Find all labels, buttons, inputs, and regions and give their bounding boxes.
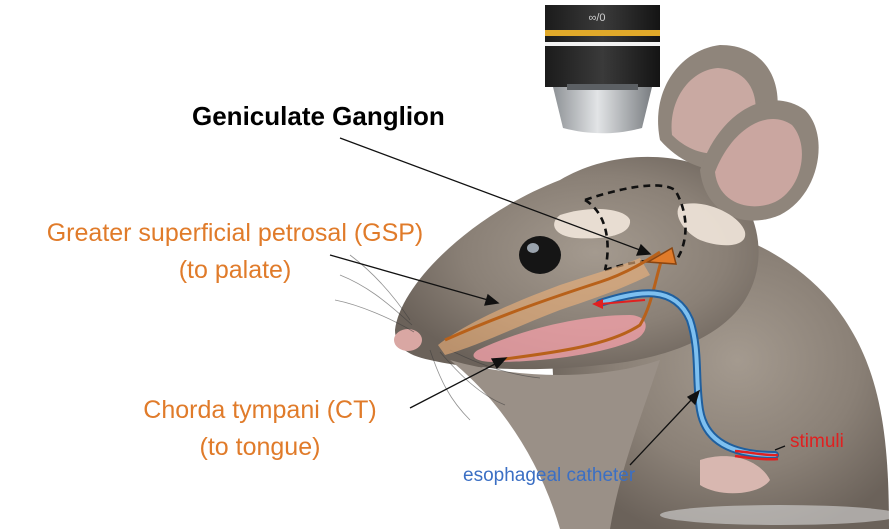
ct-label-line1: Chorda tympani (CT) [143,396,377,424]
microscope-objective-icon [545,5,660,134]
catheter-label: esophageal catheter [463,465,636,486]
gsp-nerve [438,250,661,355]
pointer-arrows [329,137,786,466]
geniculate-ganglion-label: Geniculate Ganglion [192,101,445,131]
esophageal-catheter [592,289,779,461]
mouse-illustration [334,45,889,529]
gsp-label-line1: Greater superficial petrosal (GSP) [46,219,424,247]
objective-marking: ∞/0 [588,12,605,24]
geniculate-ganglion-marker [645,246,677,265]
stimuli-label: stimuli [790,431,844,452]
ct-label-line2: (to tongue) [199,433,321,461]
ct-nerve [473,254,665,362]
gsp-label-line2: (to palate) [178,256,292,284]
